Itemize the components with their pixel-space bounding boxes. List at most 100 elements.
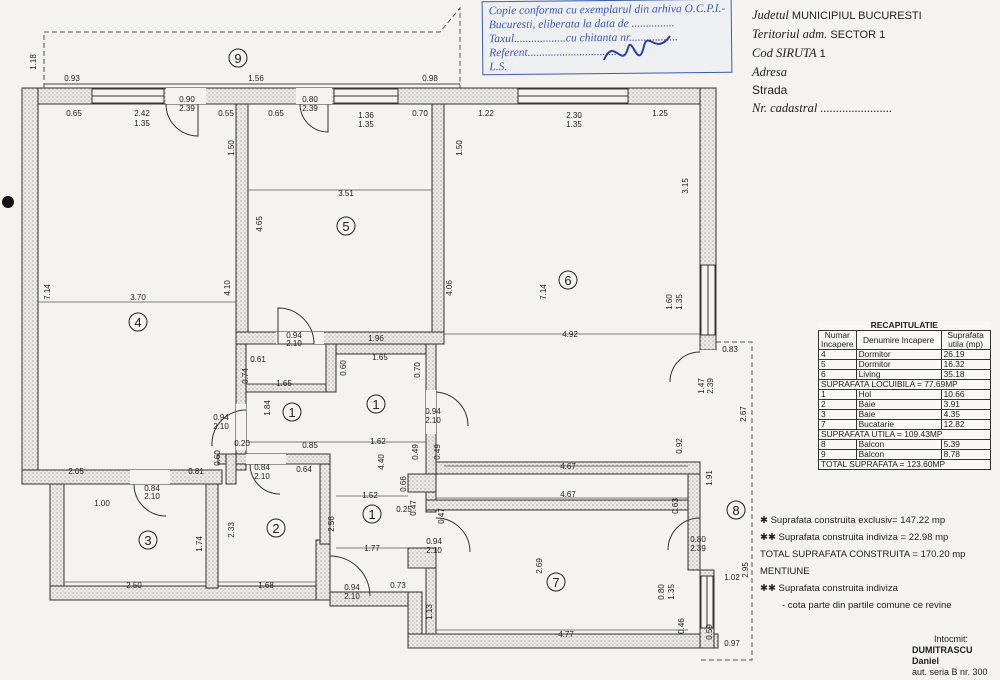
dim: 0.65: [268, 109, 284, 118]
dim: 1.13: [425, 604, 434, 620]
dim: 2.10: [425, 416, 441, 425]
dim: 0.84: [254, 463, 270, 472]
dim: 0.94: [286, 331, 302, 340]
dim: 0.46: [677, 618, 686, 634]
sign-label: Intocmit:: [934, 634, 969, 644]
dim: 0.80: [690, 535, 706, 544]
stamp-line: Copie conforma cu exemplarul din arhiva …: [488, 2, 726, 18]
dim: 1.02: [724, 573, 740, 582]
room-1a: 1: [288, 405, 295, 420]
dim: 1.91: [705, 470, 714, 486]
dim: 1.35: [358, 120, 374, 129]
dim: 0.49: [411, 444, 420, 460]
dim: 2.95: [741, 562, 750, 578]
siruta-value: 1: [819, 48, 826, 60]
dim: 2.10: [286, 339, 302, 348]
dim: 0.81: [188, 467, 204, 476]
interior-walls: [205, 103, 701, 635]
dim: 1.35: [667, 584, 676, 600]
dim: 0.20: [234, 439, 250, 448]
dim: 0.80: [302, 95, 318, 104]
dim: 2.42: [134, 109, 150, 118]
dim: 1.84: [263, 400, 272, 416]
dim: 1.35: [566, 120, 582, 129]
room-7: 7: [552, 575, 559, 590]
exterior-walls: [21, 87, 719, 649]
dim: 4.10: [223, 280, 232, 296]
dim: 2.10: [254, 472, 270, 481]
dim: 7.14: [539, 284, 548, 300]
col-name: Denumire Incapere: [855, 330, 942, 350]
note-mentiune: MENTIUNE: [760, 566, 810, 577]
judet-value: MUNICIPIUL BUCURESTI: [791, 10, 922, 22]
dim: 2.10: [144, 492, 160, 501]
dim: 4.92: [562, 330, 578, 339]
room-5: 5: [342, 219, 349, 234]
dim: 0.73: [390, 581, 406, 590]
strada-label: Strada: [752, 83, 788, 97]
dim: 0.94: [213, 413, 229, 422]
balcony-9-outline: [43, 6, 461, 88]
dim: 1.18: [29, 54, 38, 70]
dim: 1.50: [455, 140, 464, 156]
dim: 0.47: [409, 500, 418, 516]
dim: 2.10: [344, 592, 360, 601]
dim: 2.50: [126, 581, 142, 590]
dim: 1.52: [362, 491, 378, 500]
siruta-label: Cod SIRUTA: [752, 46, 817, 60]
dim: 0.74: [241, 368, 250, 384]
sum-locuibila: SUPRAFATA LOCUIBILA = 77.69mp: [818, 379, 991, 390]
teritoriu-label: Teritoriul adm.: [752, 27, 828, 41]
note-m2: - cota parte din partile comune ce revin…: [782, 600, 952, 611]
signature-block: Intocmit: DUMITRASCU Daniel aut. seria B…: [912, 634, 1000, 678]
dim: 1.00: [94, 499, 110, 508]
col-nr: Numar Incapere: [818, 330, 857, 350]
dim: 1.74: [195, 536, 204, 552]
dim: 0.25: [396, 505, 412, 514]
dim: 0.64: [296, 465, 312, 474]
dim: 1.77: [364, 544, 380, 553]
dim: 7.14: [43, 284, 52, 300]
windows: [91, 88, 716, 629]
dim: 0.55: [218, 109, 234, 118]
room-1c: 1: [368, 507, 375, 522]
dim: 0.60: [213, 450, 222, 466]
dim: 0.93: [64, 74, 80, 83]
dim: 0.83: [722, 345, 738, 354]
dim: 4.06: [445, 280, 454, 296]
dim: 1.60: [665, 294, 674, 310]
dimension-lines: [38, 189, 700, 631]
dim: 2.39: [302, 104, 318, 113]
dim: 4.77: [558, 630, 574, 639]
dim: 1.65: [276, 379, 292, 388]
balcony-8-outline: [700, 341, 753, 661]
dim: 2.39: [706, 378, 715, 394]
dim: 3.15: [681, 178, 690, 194]
document-header: Judetul MUNICIPIUL BUCURESTI Teritoriul …: [752, 6, 922, 99]
judet-label: Judetul: [752, 8, 789, 22]
adresa-label: Adresa: [752, 65, 787, 79]
dim: 0.94: [425, 407, 441, 416]
sum-utila: SUPRAFATA UTILA = 109.43mp: [818, 429, 991, 440]
col-area: Suprafata utila (mp): [940, 330, 991, 350]
dim: 1.96: [368, 334, 384, 343]
dim: 0.94: [426, 537, 442, 546]
dim: 1.25: [652, 109, 668, 118]
teritoriu-value: SECTOR 1: [830, 29, 886, 41]
dim: 1.50: [227, 140, 236, 156]
dim: 4.67: [560, 490, 576, 499]
dimension-labels: 1.18 0.93 1.56 0.98 0.65 2.42 1.35 0.90 …: [29, 54, 750, 648]
dim: 0.70: [413, 362, 422, 378]
recap-title: RECAPITULATIE: [870, 320, 938, 330]
sum-total: TOTAL SUPRAFATA = 123.60mp: [818, 459, 991, 470]
dim: 2.33: [227, 522, 236, 538]
recap-table: RECAPITULATIE Numar Incapere Denumire In…: [818, 321, 991, 470]
dim: 0.70: [412, 109, 428, 118]
dim: 0.66: [399, 476, 408, 492]
